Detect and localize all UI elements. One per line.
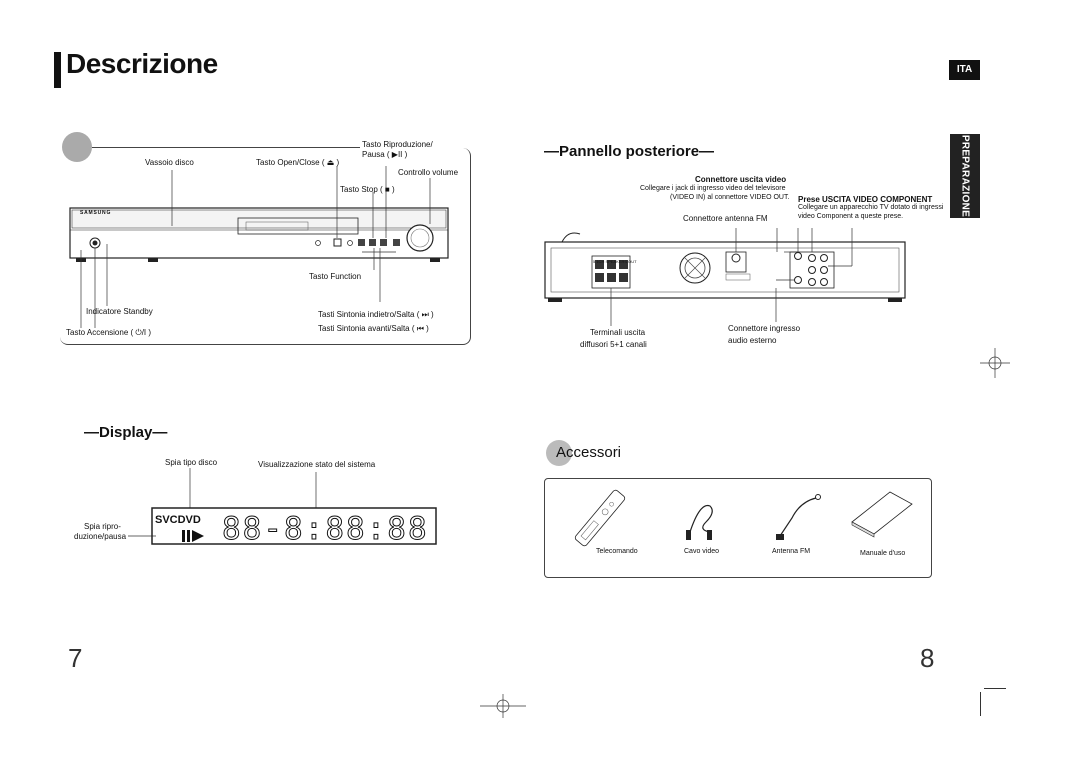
label-component-desc-2: video Component a queste prese. <box>798 213 904 220</box>
label-spia-tipo: Spia tipo disco <box>165 458 218 467</box>
front-panel-drawing <box>69 166 449 328</box>
page-number-left: 7 <box>68 643 83 673</box>
rear-panel-drawing <box>544 228 906 326</box>
speaker-block-label: 5.1CH SPEAKERS OUT <box>593 259 637 264</box>
accessori-heading: Accessori <box>556 444 622 461</box>
section-tab: PREPARAZIONE <box>950 134 980 218</box>
label-speakers-1: Terminali uscita <box>590 328 646 337</box>
disc-type-indicator: SVCDVD <box>155 514 201 526</box>
label-video-out-title: Connettore uscita video <box>695 175 787 184</box>
segment-display: 88-8:88:88 <box>222 511 429 548</box>
rear-panel-heading-text: Pannello posteriore <box>559 143 700 160</box>
label-tuning-back: Tasti Sintonia indietro/Salta ( ⏭ ) <box>318 310 434 319</box>
label-play-pause-2: Pausa ( ▶II ) <box>362 150 408 159</box>
accessory-antenna-fm: Antenna FM <box>772 548 811 555</box>
label-spia-ripro-2: duzione/pausa <box>74 532 127 541</box>
crosshair-mark-right <box>980 348 1010 378</box>
crop-mark-v <box>980 692 981 716</box>
label-open-close: Tasto Open/Close ( ⏏ ) <box>256 158 340 167</box>
label-video-out-desc-2: (VIDEO IN) al connettore VIDEO OUT. <box>670 194 790 201</box>
label-video-out-desc-1: Collegare i jack di ingresso video del t… <box>640 185 786 192</box>
label-component-title: Prese USCITA VIDEO COMPONENT <box>798 195 933 204</box>
page-number-right: 8 <box>920 643 935 673</box>
accessory-cavo-video: Cavo video <box>684 548 720 555</box>
accessories-drawing <box>574 489 913 547</box>
label-standby: Indicatore Standby <box>86 307 153 316</box>
page-title: Descrizione <box>66 48 218 79</box>
display-heading: —Display— <box>84 424 168 441</box>
label-audio-in-2: audio esterno <box>728 336 777 345</box>
accessories-box <box>544 478 932 578</box>
section-tab-label: PREPARAZIONE <box>959 134 971 218</box>
accessory-telecomando: Telecomando <box>596 548 638 555</box>
brand-logo: SAMSUNG <box>80 210 112 216</box>
language-tab: ITA <box>949 60 980 80</box>
label-volume: Controllo volume <box>398 168 459 177</box>
rear-panel-heading: —Pannello posteriore— <box>544 143 715 160</box>
front-top-line <box>92 147 360 148</box>
crop-mark-h <box>984 688 1006 689</box>
crosshair-mark-bottom <box>480 694 526 718</box>
label-speakers-2: diffusori 5+1 canali <box>580 340 647 349</box>
front-panel-frame <box>60 148 471 345</box>
label-audio-in-1: Connettore ingresso <box>728 324 801 333</box>
label-function: Tasto Function <box>309 272 362 281</box>
label-component-desc-1: Collegare un apparecchio TV dotato di in… <box>798 204 944 211</box>
label-spia-ripro-1: Spia ripro- <box>84 522 121 531</box>
label-stato: Visualizzazione stato del sistema <box>258 460 376 469</box>
section-circle <box>62 132 92 162</box>
label-tuning-fwd: Tasti Sintonia avanti/Salta ( ⏮ ) <box>318 324 429 333</box>
display-heading-text: Display <box>99 424 153 441</box>
accessory-manuale: Manuale d'uso <box>860 550 906 557</box>
label-stop: Tasto Stop ( ■ ) <box>340 185 395 194</box>
accessori-circle <box>546 440 572 466</box>
label-play-pause-1: Tasto Riproduzione/ <box>362 140 433 149</box>
label-power: Tasto Accensione ( ⏻/I ) <box>66 328 152 337</box>
title-bar <box>54 52 61 88</box>
label-antenna: Connettore antenna FM <box>683 214 768 223</box>
label-vassoio: Vassoio disco <box>145 158 194 167</box>
display-drawing <box>128 468 437 545</box>
